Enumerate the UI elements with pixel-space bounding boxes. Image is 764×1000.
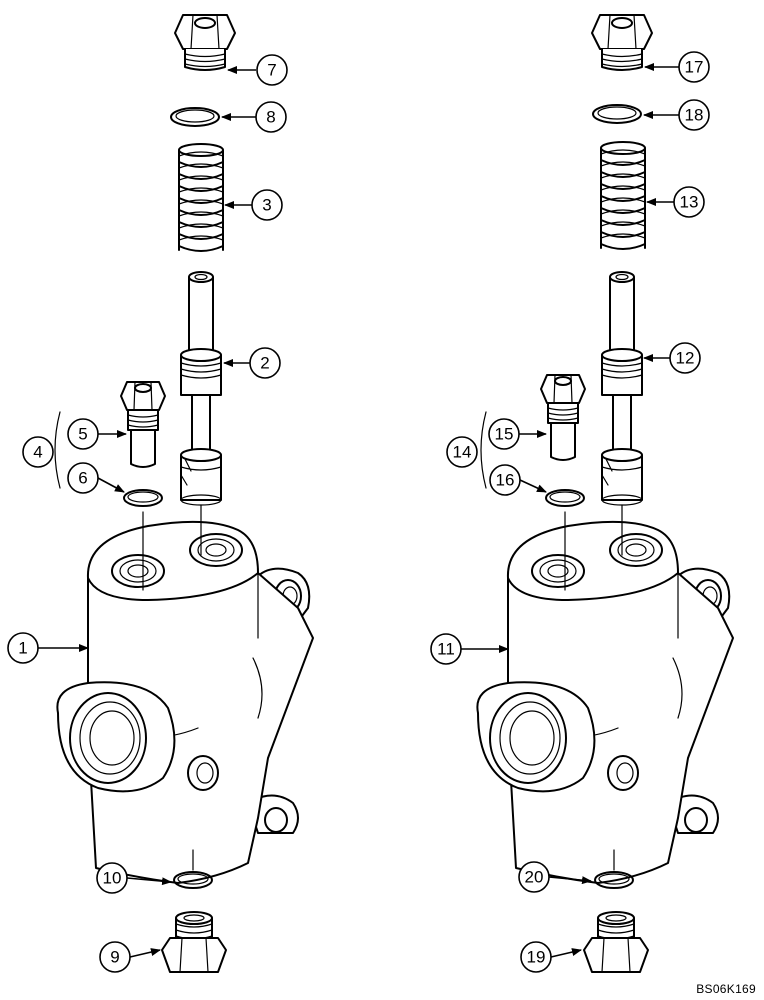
valve-spool xyxy=(601,271,643,506)
o-ring xyxy=(170,107,220,127)
svg-text:4: 4 xyxy=(33,443,42,462)
svg-text:13: 13 xyxy=(680,193,699,212)
check-valve xyxy=(120,381,166,468)
svg-text:14: 14 xyxy=(453,443,472,462)
coil-spring xyxy=(178,143,224,252)
svg-text:10: 10 xyxy=(103,869,122,888)
callout-17: 17 xyxy=(678,51,710,83)
valve-housing xyxy=(476,520,734,884)
callout-9: 9 xyxy=(99,941,131,973)
check-valve xyxy=(540,374,586,461)
svg-text:7: 7 xyxy=(267,61,276,80)
svg-text:11: 11 xyxy=(437,640,455,659)
relief-cap xyxy=(591,14,653,71)
group-bracket-14 xyxy=(480,411,487,489)
callout-4: 4 xyxy=(22,436,54,468)
callout-19: 19 xyxy=(520,941,552,973)
bottom-plug xyxy=(583,911,649,973)
svg-text:19: 19 xyxy=(527,948,546,967)
leader-lines xyxy=(38,63,679,958)
callout-1: 1 xyxy=(7,632,39,664)
callout-2: 2 xyxy=(249,347,281,379)
right-valve-assembly xyxy=(476,14,734,973)
svg-text:6: 6 xyxy=(78,469,87,488)
callout-13: 13 xyxy=(673,186,705,218)
svg-text:1: 1 xyxy=(18,639,27,658)
callout-18: 18 xyxy=(678,99,710,131)
svg-text:16: 16 xyxy=(496,471,515,490)
callout-15: 15 xyxy=(488,418,520,450)
svg-text:2: 2 xyxy=(260,354,269,373)
relief-cap xyxy=(174,14,236,71)
svg-text:5: 5 xyxy=(78,425,87,444)
o-ring-small xyxy=(545,489,585,507)
valve-housing xyxy=(56,520,314,884)
callout-3: 3 xyxy=(251,189,283,221)
left-valve-assembly xyxy=(56,14,314,973)
svg-text:18: 18 xyxy=(685,106,704,125)
callout-12: 12 xyxy=(669,342,701,374)
callout-20: 20 xyxy=(518,861,550,893)
svg-text:12: 12 xyxy=(676,349,695,368)
callout-5: 5 xyxy=(67,418,99,450)
reference-code: BS06K169 xyxy=(696,982,756,996)
callout-10: 10 xyxy=(96,862,128,894)
svg-text:8: 8 xyxy=(266,108,275,127)
callout-6: 6 xyxy=(67,462,99,494)
svg-text:15: 15 xyxy=(495,425,514,444)
callout-11: 11 xyxy=(430,633,462,665)
coil-spring xyxy=(600,141,646,250)
svg-text:20: 20 xyxy=(525,868,544,887)
svg-text:17: 17 xyxy=(685,58,704,77)
svg-text:3: 3 xyxy=(262,196,271,215)
svg-text:9: 9 xyxy=(110,948,119,967)
callout-16: 16 xyxy=(489,464,521,496)
callout-14: 14 xyxy=(446,436,478,468)
bottom-plug xyxy=(161,911,227,973)
valve-spool xyxy=(180,271,222,506)
group-bracket-4 xyxy=(54,411,61,489)
callout-8: 8 xyxy=(255,101,287,133)
o-ring xyxy=(592,104,642,124)
callout-7: 7 xyxy=(256,54,288,86)
o-ring-small xyxy=(123,489,163,507)
